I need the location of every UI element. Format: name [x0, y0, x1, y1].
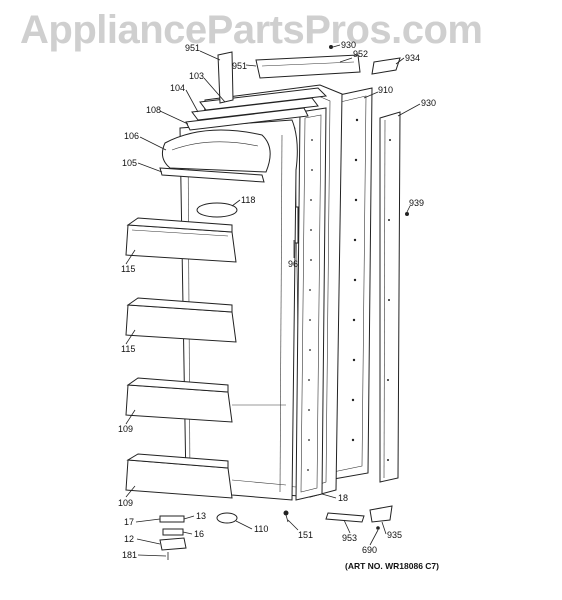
art-number: (ART NO. WR18086 C7) [345, 561, 439, 571]
bottom-bracket-935 [369, 505, 393, 523]
callout-104: 104 [170, 83, 185, 93]
callout-12: 12 [124, 534, 134, 544]
top-hinge-bracket [371, 57, 401, 75]
callout-109-lower: 109 [118, 498, 133, 508]
callout-18: 18 [338, 493, 348, 503]
callout-151: 151 [298, 530, 313, 540]
callout-935: 935 [387, 530, 402, 540]
top-screw [329, 45, 333, 49]
handle-screw [405, 212, 409, 216]
callout-110: 110 [254, 524, 268, 534]
watermark-text: AppliancePartsPros.com [20, 8, 483, 52]
door-bin-1 [125, 217, 237, 263]
callout-690: 690 [362, 545, 377, 555]
callout-951-top: 951 [185, 43, 200, 53]
door-bin-2 [125, 297, 237, 343]
door-handle [379, 111, 401, 483]
door-bin-4 [125, 453, 233, 499]
callout-108: 108 [146, 105, 161, 115]
butter-dish [196, 202, 238, 218]
callout-105: 105 [122, 158, 137, 168]
callout-96: 96 [288, 259, 298, 269]
leader-lines [125, 44, 421, 557]
callout-115-upper: 115 [121, 264, 135, 274]
stop-bracket [217, 51, 234, 104]
callout-930: 930 [421, 98, 436, 108]
callout-13: 13 [196, 511, 206, 521]
callout-115-lower: 115 [121, 344, 135, 354]
callout-103: 103 [189, 71, 204, 81]
callout-181: 181 [122, 550, 137, 560]
callout-17: 17 [124, 517, 134, 527]
top-cap [255, 54, 361, 79]
callout-labels: 951 930 951 952 934 103 104 910 108 930 … [118, 40, 436, 560]
callout-109-upper: 109 [118, 424, 133, 434]
callout-118: 118 [241, 195, 255, 205]
callout-939: 939 [409, 198, 424, 208]
top-trim [185, 87, 328, 131]
screw-690 [376, 526, 380, 530]
callout-953: 953 [342, 533, 357, 543]
cam-110 [216, 512, 238, 524]
callout-934: 934 [405, 53, 420, 63]
bottom-cap-953 [325, 512, 365, 523]
screw-151 [283, 510, 289, 523]
callout-952: 952 [353, 49, 368, 59]
callout-910: 910 [378, 85, 393, 95]
dairy-compartment [159, 129, 271, 183]
callout-930-top: 930 [341, 40, 356, 50]
callout-951: 951 [232, 61, 247, 71]
door-bin-3 [125, 377, 233, 423]
callout-16: 16 [194, 529, 204, 539]
bottom-hinge-parts [159, 515, 187, 560]
callout-106: 106 [124, 131, 139, 141]
